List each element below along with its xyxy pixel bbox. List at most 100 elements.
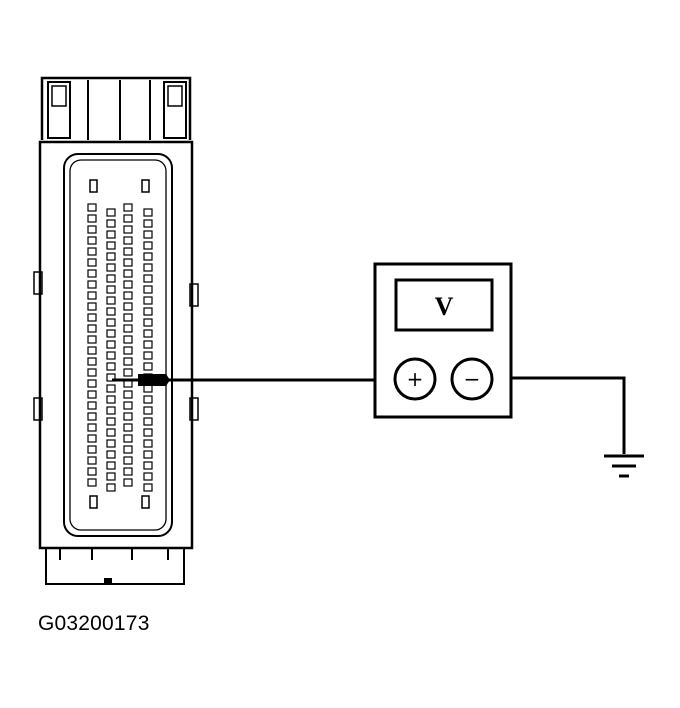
pin-cavity [87,445,97,454]
pin-cavity [143,384,153,393]
pin-cavity [106,208,116,217]
pin-cavity [87,302,97,311]
pin-cavity [143,439,153,448]
pin-cavity [106,340,116,349]
pin-cavity [87,434,97,443]
pin-cavity [106,285,116,294]
pin-cavity [106,417,116,426]
pin-cavity [123,313,133,322]
pin-cavity [143,362,153,371]
pin-cavity [87,247,97,256]
pin-cavity [106,461,116,470]
pin-cavity [106,450,116,459]
pin-cavity [87,335,97,344]
pin-cavity [143,450,153,459]
pin-cavity [123,456,133,465]
pin-cavity [143,263,153,272]
pin-cavity [123,467,133,476]
pin-cavity [106,329,116,338]
pin-cavity [123,368,133,377]
pin-cavity [106,241,116,250]
pin-cavity [106,219,116,228]
pin-cavity [123,291,133,300]
pin-cavity [123,423,133,432]
pin-cavity [143,461,153,470]
positive-terminal-label: + [407,367,424,391]
figure-id: G03200173 [38,612,150,635]
connector-pins [87,203,153,492]
meter-display-text: V [435,292,454,321]
pin-cavity [87,401,97,410]
pin-cavity [87,390,97,399]
pin-cavity [123,357,133,366]
pin-cavity [123,225,133,234]
module-connector [33,76,199,585]
pin-cavity [143,395,153,404]
pin-cavity [143,208,153,217]
pin-cavity [123,478,133,487]
pin-cavity [123,214,133,223]
pin-cavity [106,296,116,305]
pin-cavity [87,368,97,377]
pin-cavity [143,483,153,492]
negative-terminal [450,357,494,401]
pin-cavity [106,472,116,481]
pin-cavity [87,203,97,212]
pin-cavity [143,351,153,360]
pin-cavity [106,274,116,283]
pin-cavity [123,236,133,245]
pin-cavity [143,340,153,349]
pin-cavity [87,236,97,245]
pin-cavity [123,302,133,311]
pin-cavity [106,428,116,437]
pin-cavity [143,318,153,327]
pin-cavity [123,203,133,212]
wires [112,376,626,454]
pin-cavity [87,225,97,234]
pin-cavity [87,324,97,333]
pin-cavity [87,280,97,289]
pin-cavity [87,379,97,388]
pin-cavity [123,434,133,443]
negative-lead-wire [491,376,626,454]
pin-cavity [87,456,97,465]
pin-cavity [106,406,116,415]
pin-cavity [143,285,153,294]
pin-cavity [106,373,116,382]
pin-cavity [106,252,116,261]
pin-cavity [87,346,97,355]
pin-cavity [123,280,133,289]
voltmeter: V + − [373,262,513,419]
pin-cavity [143,252,153,261]
pin-cavity [123,346,133,355]
pin-cavity [106,362,116,371]
pin-cavity [143,296,153,305]
pin-cavity [123,390,133,399]
pin-cavity [123,258,133,267]
pin-cavity [143,417,153,426]
meter-display [394,278,494,332]
pin-cavity [123,247,133,256]
pin-cavity [123,445,133,454]
pin-cavity [123,269,133,278]
pin-cavity [87,467,97,476]
pin-cavity [87,214,97,223]
pin-cavity [87,291,97,300]
pin-cavity [123,324,133,333]
pin-cavity [87,478,97,487]
pin-cavity [143,230,153,239]
pin-cavity [143,329,153,338]
pin-cavity [87,313,97,322]
pin-cavity [87,412,97,421]
pin-cavity [87,357,97,366]
pin-cavity [106,307,116,316]
pin-cavity [106,395,116,404]
pin-cavity [87,269,97,278]
pin-cavity [87,423,97,432]
pin-cavity [106,230,116,239]
pin-cavity [143,241,153,250]
pin-cavity [106,263,116,272]
pin-cavity [106,384,116,393]
pin-cavity [106,318,116,327]
